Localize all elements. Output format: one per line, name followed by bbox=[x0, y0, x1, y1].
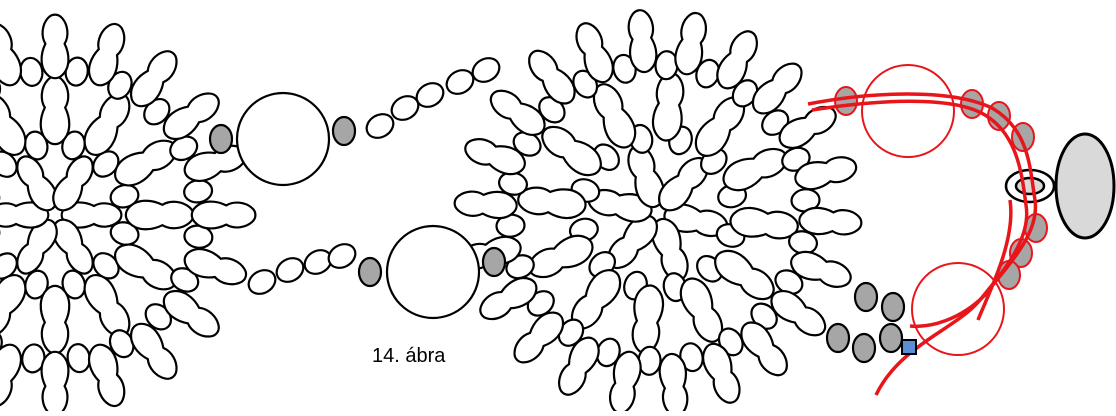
petal-bead bbox=[42, 352, 69, 411]
seed-bead bbox=[244, 265, 279, 298]
square-marker-icon bbox=[902, 340, 916, 354]
petal-bead bbox=[485, 84, 551, 141]
thread-line bbox=[978, 200, 1011, 320]
seed-bead bbox=[272, 253, 307, 286]
petal-bead bbox=[41, 286, 70, 354]
grey-seed-bead bbox=[210, 125, 232, 153]
thread-grey-bead bbox=[835, 87, 857, 115]
petal-bead bbox=[126, 201, 194, 230]
petal-bead bbox=[524, 230, 597, 284]
large-round-bead bbox=[387, 226, 479, 318]
petal-bead bbox=[192, 202, 256, 229]
petal-bead bbox=[125, 45, 184, 112]
seed-bead bbox=[18, 56, 44, 87]
grey-seed-bead bbox=[333, 117, 355, 145]
grey-bead-cluster bbox=[827, 283, 904, 362]
thread-bead-outline bbox=[862, 65, 954, 157]
petal-bead bbox=[158, 285, 225, 344]
center-medallion bbox=[454, 9, 862, 411]
petal-bead bbox=[719, 142, 792, 196]
petal-bead bbox=[78, 88, 136, 161]
grey-seed-bead bbox=[882, 293, 904, 321]
left-medallion bbox=[0, 15, 255, 411]
grey-seed-bead bbox=[855, 283, 877, 311]
petal-bead bbox=[109, 238, 182, 296]
petal-bead bbox=[0, 341, 26, 410]
petal-bead bbox=[41, 77, 70, 145]
petal-bead bbox=[454, 190, 517, 219]
grey-seed-bead bbox=[853, 334, 875, 362]
seed-bead bbox=[182, 178, 213, 204]
seed-bead bbox=[66, 342, 92, 373]
petal-bead bbox=[766, 285, 832, 342]
petal-bead bbox=[799, 207, 862, 236]
grey-seed-bead bbox=[827, 324, 849, 352]
grey-seed-bead bbox=[483, 248, 505, 276]
petal-bead bbox=[475, 272, 542, 326]
petal-bead bbox=[42, 15, 69, 79]
grey-seed-bead bbox=[359, 258, 381, 286]
petal-bead bbox=[709, 244, 781, 307]
petal-bead bbox=[536, 119, 608, 182]
grey-seed-bead bbox=[880, 324, 902, 352]
petal-bead bbox=[78, 269, 136, 342]
petal-bead bbox=[109, 133, 182, 191]
figure-caption: 14. ábra bbox=[372, 345, 446, 367]
seed-bead bbox=[324, 239, 359, 272]
large-round-bead bbox=[237, 93, 329, 185]
